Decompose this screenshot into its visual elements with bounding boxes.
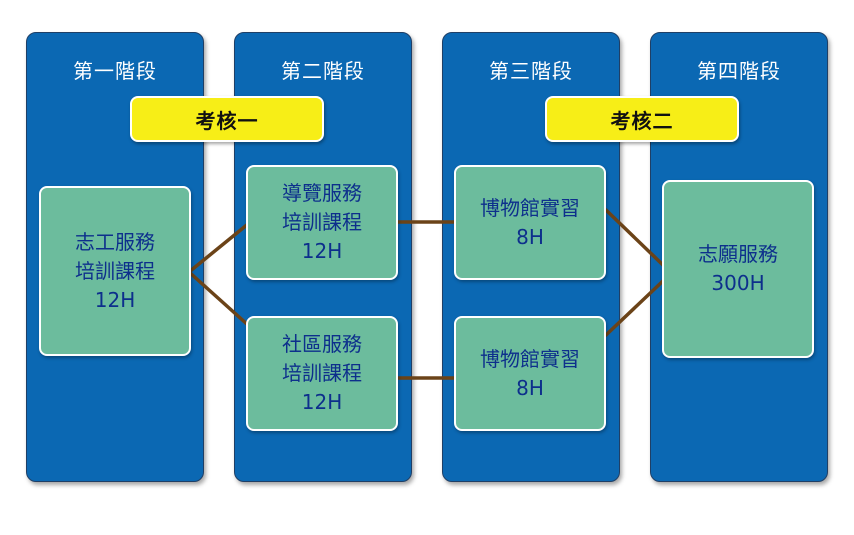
box-line: 12H xyxy=(94,287,136,312)
volunteer-training-box: 志工服務 培訓課程 12H xyxy=(39,186,191,356)
box-line: 8H xyxy=(516,224,544,249)
guide-training-box: 導覽服務 培訓課程 12H xyxy=(246,165,398,280)
box-line: 8H xyxy=(516,375,544,400)
volunteer-service-box: 志願服務 300H xyxy=(662,180,814,358)
box-line: 培訓課程 xyxy=(75,258,155,283)
connector-museum1-to-service xyxy=(604,208,666,268)
connector-stage1-to-community xyxy=(187,270,250,327)
box-line: 12H xyxy=(301,239,343,263)
connector-museum2-to-service xyxy=(604,278,666,337)
exam-2-label: 考核二 xyxy=(610,108,674,133)
box-line: 300H xyxy=(711,271,765,295)
connector-stage1-to-guide xyxy=(187,222,250,274)
museum-internship-2-box: 博物館實習 8H xyxy=(454,316,606,431)
box-line: 社區服務 xyxy=(282,332,362,356)
box-line: 導覽服務 xyxy=(282,181,362,205)
box-line: 志願服務 xyxy=(698,242,778,266)
exam-1-label: 考核一 xyxy=(195,108,259,133)
box-line: 培訓課程 xyxy=(282,210,362,234)
box-line: 12H xyxy=(301,390,343,414)
exam-1-banner: 考核一 xyxy=(130,96,324,142)
box-line: 博物館實習 xyxy=(480,346,580,371)
stage-1-title: 第一階段 xyxy=(73,59,157,83)
museum-internship-1-box: 博物館實習 8H xyxy=(454,165,606,280)
stage-3-title: 第三階段 xyxy=(489,59,573,83)
exam-2-banner: 考核二 xyxy=(545,96,739,142)
stage-2-title: 第二階段 xyxy=(281,59,365,83)
community-training-box: 社區服務 培訓課程 12H xyxy=(246,316,398,431)
stage-4-title: 第四階段 xyxy=(697,59,781,83)
box-line: 博物館實習 xyxy=(480,195,580,220)
box-line: 志工服務 xyxy=(75,229,155,254)
box-line: 培訓課程 xyxy=(282,361,362,385)
